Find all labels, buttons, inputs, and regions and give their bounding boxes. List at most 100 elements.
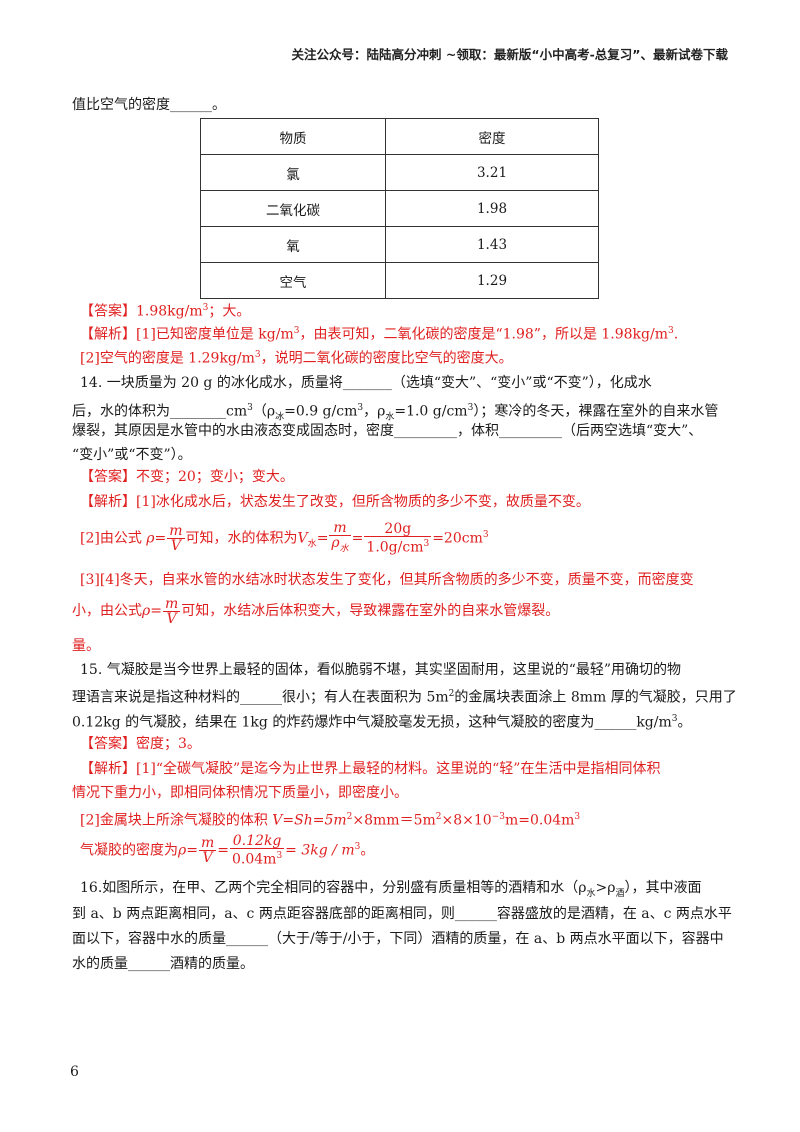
equals-sign: = xyxy=(150,603,162,619)
page-number: 6 xyxy=(70,1064,79,1080)
analysis-text: 可知，水的体积为 xyxy=(185,530,298,547)
superscript: 3 xyxy=(293,326,300,336)
analysis-text: ，由表可知，二氧化碳的密度是“1.98”，所以是 1.98kg/m xyxy=(299,326,668,343)
q14-line1: 14. 一块质量为 20 g 的冰化成水，质量将_______（选填“变大”、“… xyxy=(80,375,652,391)
q13-analysis-line1: 【解析】[1]已知密度单位是 kg/m3，由表可知，二氧化碳的密度是“1.98”… xyxy=(80,321,678,345)
table-row: 空气 1.29 xyxy=(200,262,599,299)
rho-symbol: ρ xyxy=(142,603,151,619)
q13-answer: 【答案】1.98kg/m3；大。 xyxy=(80,298,250,322)
q15-line2: 理语言来说是指这种材料的______很小；有人在表面积为 5m2的金属块表面涂上… xyxy=(72,684,737,708)
analysis-text: V=Sh=5m xyxy=(272,812,347,829)
analysis-text: [1]已知密度单位是 kg/m xyxy=(136,326,294,343)
q14-line2: 后，水的体积为________cm3（ρ冰=0.9 g/cm3，ρ水=1.0 g… xyxy=(72,398,718,427)
table-cell: 1.29 xyxy=(385,262,599,299)
fraction-denominator: V xyxy=(166,610,177,627)
density-table: 物质 密度 氯 3.21 二氧化碳 1.98 氧 1.43 空气 1.29 xyxy=(200,118,599,299)
fraction-denominator: 0.04m3 xyxy=(230,849,284,867)
answer-text: ；大。 xyxy=(208,303,251,320)
analysis-text: . xyxy=(673,326,679,343)
analysis-tag: 【解析】 xyxy=(80,761,136,777)
question-text: 16.如图所示，在甲、乙两个完全相同的容器中，分别盛有质量相等的酒精和水（ρ xyxy=(80,880,587,896)
q15-answer: 【答案】密度；3。 xyxy=(80,734,201,754)
superscript: 2 xyxy=(346,812,353,822)
question-text: 的金属块表面涂上 8mm 厚的气凝胶，只用了 xyxy=(454,689,737,706)
q16-line1: 16.如图所示，在甲、乙两个完全相同的容器中，分别盛有质量相等的酒精和水（ρ水>… xyxy=(80,878,702,904)
fraction-denominator: V xyxy=(170,538,181,555)
question-text: 理语言来说是指这种材料的______很小；有人在表面积为 5m xyxy=(72,689,449,706)
analysis-text: m=0.04m xyxy=(504,812,575,829)
answer-tag: 【答案】 xyxy=(80,469,136,485)
question-text: ），其中液面 xyxy=(624,880,702,896)
superscript: 3 xyxy=(247,403,253,413)
rho-symbol: ρ xyxy=(146,530,155,547)
q13-analysis-line2: [2]空气的密度是 1.29kg/m3，说明二氧化碳的密度比空气的密度大。 xyxy=(80,345,513,369)
q15-analysis-line3: [2]金属块上所涂气凝胶的体积 V=Sh=5m2×8mm＝5m2×8×10−3m… xyxy=(80,807,580,831)
analysis-text: ×8mm＝5m xyxy=(352,812,436,829)
volume-symbol: V xyxy=(297,530,308,547)
superscript: 3 xyxy=(254,350,261,360)
table-cell: 1.98 xyxy=(385,190,599,227)
fraction-numerator: m xyxy=(198,835,217,852)
subscript: 水 xyxy=(586,888,596,899)
question-text: （ρ xyxy=(252,403,276,420)
subscript: 酒 xyxy=(615,888,625,899)
analysis-text: =20cm xyxy=(432,530,483,547)
table-header-row: 物质 密度 xyxy=(200,118,599,155)
q15-line3: 0.12kg 的气凝胶，结果在 1kg 的炸药爆炸中气凝胶毫发无损，这种气凝胶的… xyxy=(72,709,692,733)
table-cell: 1.43 xyxy=(385,226,599,263)
superscript: 3 xyxy=(354,842,361,852)
answer-text: 1.98kg/m xyxy=(136,303,203,320)
fraction-denominator: ρ水 xyxy=(329,536,350,556)
rho-symbol: ρ xyxy=(178,842,187,859)
answer-tag: 【答案】 xyxy=(80,736,136,752)
q14-analysis-line3: [3][4]冬天，自来水管的水结冰时状态发生了变化，但其所含物质的多少不变，质量… xyxy=(80,572,694,588)
answer-tag: 【答案】 xyxy=(80,303,136,320)
equals-sign: = xyxy=(186,842,198,859)
analysis-text: [2]空气的密度是 1.29kg/m xyxy=(80,350,255,367)
subscript: 冰 xyxy=(275,412,285,423)
q15-line1: 15. 气凝胶是当今世界上最轻的固体，看似脆弱不堪，其实坚固耐用，这里说的“最轻… xyxy=(80,662,682,678)
fraction-numerator: 20g xyxy=(364,522,432,538)
analysis-text: = 3kg / m xyxy=(285,842,355,859)
analysis-text: 可知，水结冰后体积变大，导致裸露在室外的自来水管爆裂。 xyxy=(181,603,560,619)
q14-line3: 爆裂，其原因是水管中的水由液态变成固态时，密度_________，体积_____… xyxy=(72,423,703,439)
question-text: >ρ xyxy=(595,880,616,896)
q16-line4: 水的质量______酒精的质量。 xyxy=(72,956,254,972)
table-row: 氧 1.43 xyxy=(200,226,599,263)
question-text: ，ρ xyxy=(363,403,386,420)
fraction-denominator: V xyxy=(202,850,213,867)
fraction-numerator: 0.12kg xyxy=(229,834,285,850)
fraction-numerator: m xyxy=(162,595,181,612)
equals-sign: = xyxy=(217,842,229,859)
q15-analysis-line2: 情况下重力小，即相同体积情况下质量小，即密度小。 xyxy=(72,785,408,801)
superscript: 3 xyxy=(357,403,364,413)
analysis-tag: 【解析】 xyxy=(80,494,136,510)
subscript: 水 xyxy=(385,412,395,423)
q16-line3: 面以下，容器中水的质量______（大于/等于/小于，下同）酒精的质量，在 a、… xyxy=(72,931,724,947)
q14-answer: 【答案】不变；20；变小；变大。 xyxy=(80,467,294,487)
q14-analysis-line1: 【解析】[1]冰化成水后，状态发生了改变，但所含物质的多少不变，故质量不变。 xyxy=(80,492,590,512)
superscript: 3 xyxy=(276,851,283,862)
superscript: −3 xyxy=(491,812,505,822)
fraction-numerator: m xyxy=(167,523,185,540)
question-text: ）；寒冷的冬天，裸露在室外的自来水管 xyxy=(473,403,719,420)
q15-analysis-line1: 【解析】[1]“全碳气凝胶”是迄今为止世界上最轻的材料。这里说的“轻”在生活中是… xyxy=(80,759,660,779)
equals-sign: = xyxy=(316,530,329,547)
analysis-text: 气凝胶的密度为 xyxy=(80,842,178,859)
superscript: 3 xyxy=(668,326,674,336)
question-text: =1.0 g/cm xyxy=(394,403,468,420)
table-header-cell: 密度 xyxy=(385,118,599,155)
table-cell: 氯 xyxy=(200,154,386,191)
question-text: 0.12kg 的气凝胶，结果在 1kg 的炸药爆炸中气凝胶毫发无损，这种气凝胶的… xyxy=(72,714,672,731)
analysis-text: ×8×10 xyxy=(441,812,492,829)
analysis-text: [1]“全碳气凝胶”是迄今为止世界上最轻的材料。这里说的“轻”在生活中是指相同体… xyxy=(136,761,661,777)
q13-tail: 值比空气的密度______。 xyxy=(72,97,226,113)
